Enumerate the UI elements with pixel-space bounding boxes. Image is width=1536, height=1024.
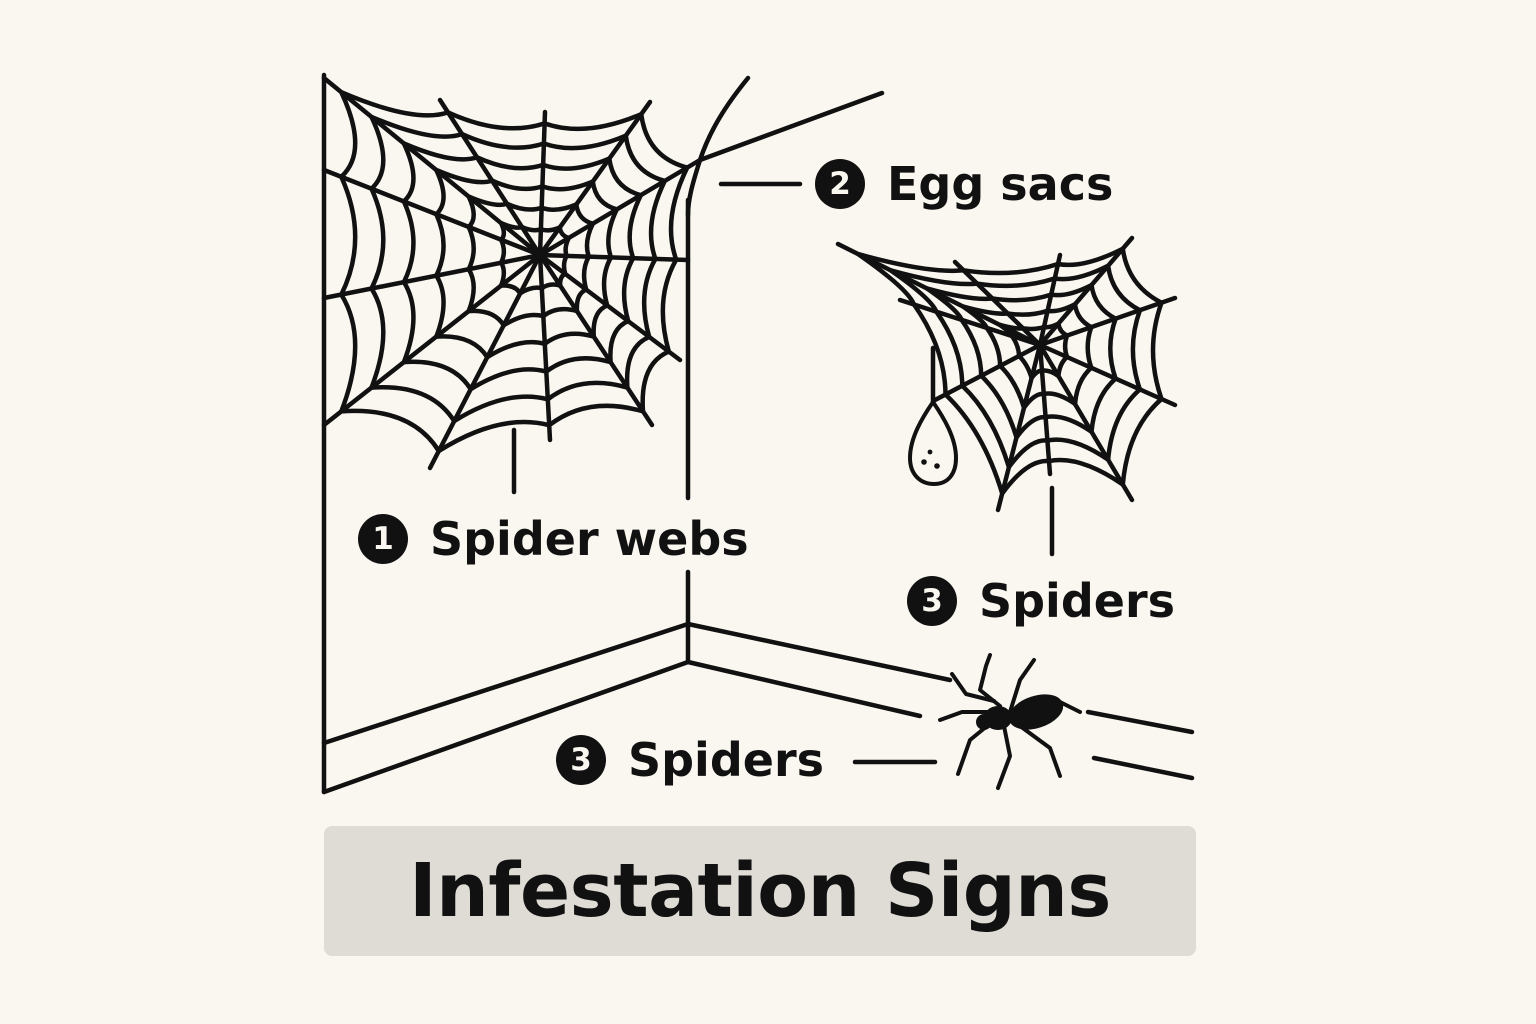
- web-radial-strand: [321, 252, 543, 301]
- web-spiral-strand: [339, 89, 690, 454]
- web-radial-strand: [932, 342, 1043, 403]
- label-text: Spider webs: [430, 512, 749, 566]
- web-spiral-strand: [888, 263, 1143, 470]
- web-radial-strand: [897, 297, 1043, 348]
- title-banner: Infestation Signs: [324, 826, 1196, 956]
- room-corner-lines: [321, 72, 1195, 795]
- leader-lines: [511, 181, 1055, 765]
- web-spiral-strand: [498, 220, 572, 296]
- label-egg-sacs: 2 Egg sacs: [815, 159, 1113, 209]
- web-radial-strand: [1037, 295, 1178, 348]
- spider-web-icon: [835, 235, 1178, 513]
- web-radial-strand: [427, 252, 543, 471]
- label-text: Spiders: [979, 574, 1176, 628]
- web-spiral-strand: [401, 141, 644, 392]
- spider-icon: [938, 653, 1082, 790]
- web-radial-strand: [1037, 252, 1063, 348]
- web-spiral-strand: [997, 321, 1070, 381]
- label-spiders-lower: 3 Spiders: [556, 735, 824, 785]
- web-radial-strand: [1037, 342, 1053, 477]
- web-radial-strand: [952, 259, 1043, 348]
- number-badge: 1: [358, 514, 408, 564]
- diagram-title: Infestation Signs: [409, 848, 1111, 934]
- label-spider-webs: 1 Spider webs: [358, 514, 749, 564]
- label-spiders-upper: 3 Spiders: [907, 576, 1175, 626]
- web-radial-strand: [1037, 342, 1135, 503]
- web-spiral-strand: [466, 194, 596, 328]
- label-text: Egg sacs: [887, 157, 1114, 211]
- web-radial-strand: [537, 109, 548, 258]
- number-badge: 3: [907, 576, 957, 626]
- web-radial-strand: [995, 342, 1043, 513]
- web-radial-strand: [537, 252, 655, 428]
- web-spiral-strand: [960, 302, 1094, 410]
- label-text: Spiders: [628, 733, 825, 787]
- web-spiral-strand: [855, 246, 1164, 496]
- egg-sac-icon: [908, 345, 958, 486]
- web-radial-strand: [1037, 342, 1178, 408]
- web-spiral-strand: [369, 114, 668, 424]
- web-spiral-strand: [434, 167, 620, 360]
- number-badge: 3: [556, 735, 606, 785]
- spider-web-icon: [321, 75, 703, 471]
- web-spiral-strand: [924, 282, 1118, 440]
- number-badge: 2: [815, 159, 865, 209]
- web-radial-strand: [537, 252, 691, 263]
